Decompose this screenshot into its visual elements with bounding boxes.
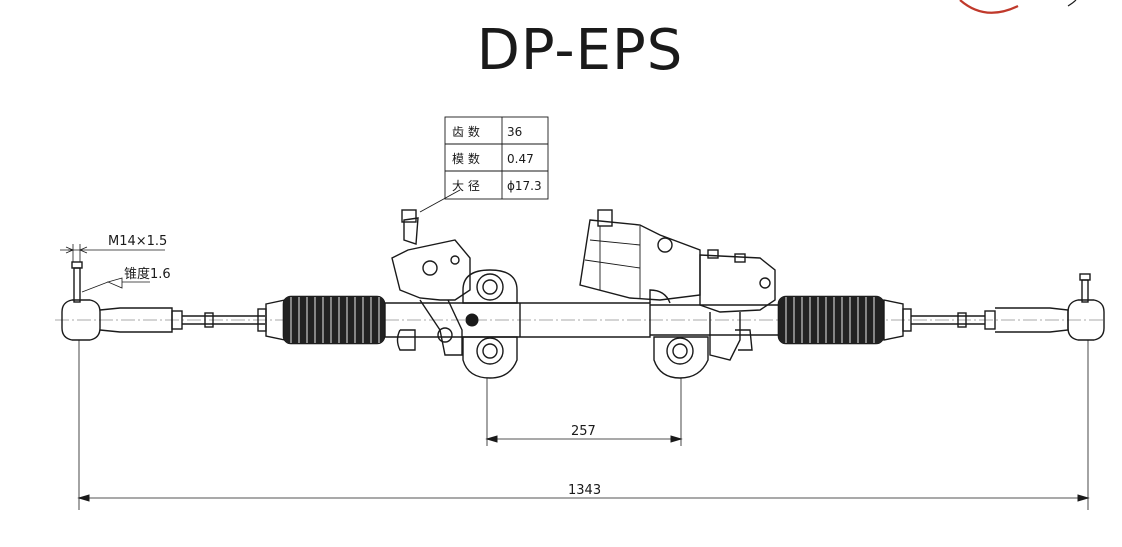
spec-value-diameter: ϕ17.3 xyxy=(507,179,542,193)
left-bellows xyxy=(282,295,386,345)
spec-value-module: 0.47 xyxy=(507,152,534,166)
thread-label: M14×1.5 xyxy=(108,234,167,249)
dimension-overall-value: 1343 xyxy=(568,483,601,498)
spec-table: 齿 数 36 模 数 0.47 大 径 ϕ17.3 xyxy=(444,116,549,200)
taper-label: 锥度1.6 xyxy=(124,266,171,282)
right-mount xyxy=(649,289,709,379)
spec-value-teeth: 36 xyxy=(507,125,522,139)
rack-housing xyxy=(384,302,780,338)
dimension-mount-spacing: 257 xyxy=(485,424,683,443)
dimension-inner-value: 257 xyxy=(571,424,596,439)
right-bellows xyxy=(777,295,885,345)
left-tie-rod-end xyxy=(61,261,286,341)
taper-callout: 锥度1.6 xyxy=(81,266,171,293)
pinion-valve-assembly xyxy=(391,209,479,356)
dimension-overall-length: 1343 xyxy=(77,483,1090,502)
spec-label-diameter: 大 径 xyxy=(452,179,480,193)
spec-label-module: 模 数 xyxy=(452,151,480,166)
spec-label-teeth: 齿 数 xyxy=(452,124,480,139)
eps-motor xyxy=(579,209,776,361)
brand-logo xyxy=(959,0,1077,14)
thread-callout: M14×1.5 xyxy=(60,234,167,262)
left-mount xyxy=(462,269,518,379)
page-title: DP-EPS xyxy=(476,18,684,83)
table-leader xyxy=(419,189,461,213)
right-tie-rod-end xyxy=(883,273,1105,341)
